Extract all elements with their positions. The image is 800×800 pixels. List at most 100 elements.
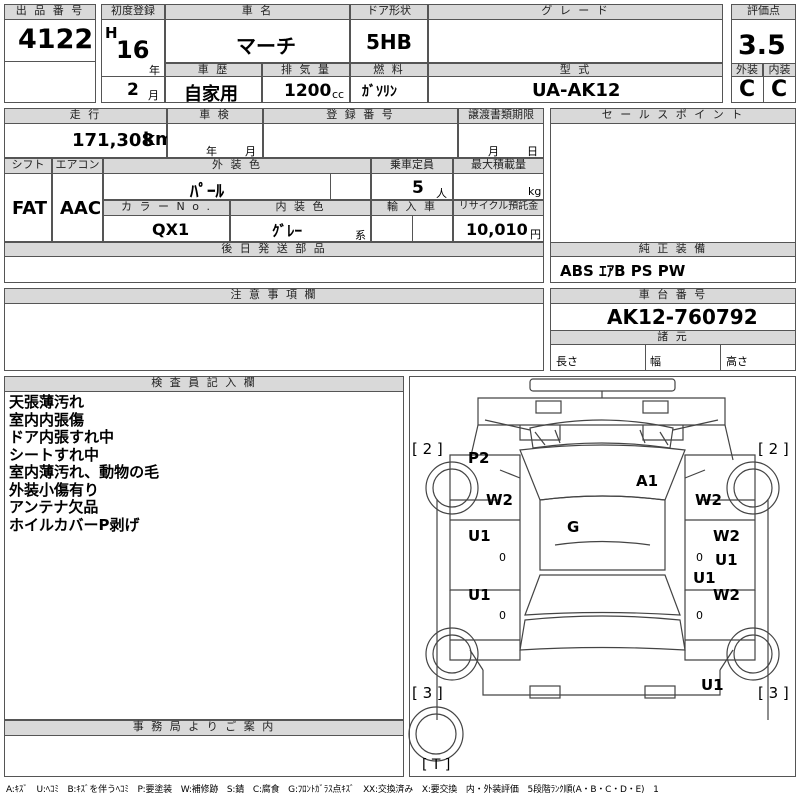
divider	[720, 345, 721, 371]
history-header: 車 歴	[165, 63, 262, 77]
capacity-value: 5	[412, 178, 424, 198]
color-no-value: QX1	[152, 220, 190, 239]
divider	[330, 174, 331, 200]
car-name-value: マーチ	[236, 34, 296, 58]
first-reg-year-unit: 年	[149, 64, 160, 77]
ext-color-value: ﾊﾟｰﾙ	[190, 182, 224, 202]
interior-score-value: C	[771, 77, 788, 102]
lot-no-header: 出 品 番 号	[4, 4, 96, 20]
spec-length-label: 長さ	[556, 355, 578, 368]
door-header: ドア形状	[350, 4, 428, 20]
score-header: 評価点	[731, 4, 796, 20]
first-reg-year: 16	[116, 36, 150, 64]
genuine-value: ABS ｴｱB PS PW	[560, 262, 686, 280]
reg-no-header: 登 録 番 号	[263, 108, 458, 124]
recycle-value: 10,010	[466, 220, 528, 239]
damage-mark: U1	[468, 527, 491, 545]
first-reg-header: 初度登録	[101, 4, 165, 20]
tire-rr-label: [ 3 ]	[758, 684, 789, 702]
damage-mark: W2	[695, 491, 722, 509]
inspector-notes-list: 天張薄汚れ 室内内張傷 ドア内張すれ中 シートすれ中 室内薄汚れ、動物の毛 外装…	[9, 393, 159, 534]
model-value: UA-AK12	[532, 80, 621, 101]
shift-header: シフト	[4, 158, 52, 174]
aircon-value: AAC	[60, 198, 102, 219]
divider	[412, 216, 413, 242]
transfer-month-unit: 月	[488, 145, 499, 158]
damage-mark: U1	[715, 551, 738, 569]
int-color-header: 内 装 色	[230, 200, 371, 216]
recycle-header: リサイクル預託金	[453, 200, 544, 216]
displacement-header: 排 気 量	[262, 63, 350, 77]
capacity-header: 乗車定員	[371, 158, 453, 174]
inspector-note: 室内内張傷	[9, 410, 85, 429]
car-name-header: 車 名	[165, 4, 350, 20]
int-color-value: ｸﾞﾚｰ	[272, 222, 303, 240]
divider	[4, 61, 96, 62]
model-header: 型 式	[428, 63, 723, 77]
recycle-unit: 円	[530, 228, 541, 241]
fuel-value: ｶﾞｿﾘﾝ	[362, 84, 397, 100]
inspection-month-unit: 月	[245, 145, 256, 158]
import-header: 輸 入 車	[371, 200, 453, 216]
damage-mark: W2	[713, 586, 740, 604]
inspection-header: 車 検	[167, 108, 263, 124]
exterior-score-value: C	[739, 77, 756, 102]
chassis-header: 車 台 番 号	[550, 288, 796, 304]
shift-value: FAT	[12, 198, 48, 219]
color-no-header: カ ラ ー N o .	[103, 200, 230, 216]
genuine-header: 純 正 装 備	[550, 242, 796, 257]
mileage-unit: km	[143, 129, 174, 150]
spec-width-label: 幅	[650, 355, 661, 368]
displacement-value: 1200	[284, 81, 332, 101]
first-reg-era: H	[105, 24, 118, 42]
lot-no-cell	[4, 4, 96, 103]
divider	[763, 63, 764, 103]
first-reg-cell	[101, 4, 165, 103]
inspector-header: 検 査 員 記 入 欄	[4, 376, 404, 392]
inspector-note: ホイルカバーP剥げ	[9, 515, 140, 534]
damage-mark: 0	[696, 551, 703, 564]
transfer-header: 譲渡書類期限	[458, 108, 544, 124]
inspector-cell	[4, 376, 404, 720]
door-value: 5HB	[366, 30, 412, 54]
exterior-score-header: 外装	[731, 63, 763, 77]
spec-height-label: 高さ	[726, 355, 748, 368]
first-reg-month-unit: 月	[148, 89, 159, 102]
inspector-note: 外装小傷有り	[9, 480, 100, 499]
inspector-note: 天張薄汚れ	[9, 393, 85, 411]
damage-mark: G	[567, 518, 580, 536]
damage-mark: U1	[701, 676, 724, 694]
ext-color-header: 外 装 色	[103, 158, 371, 174]
capacity-unit: 人	[436, 187, 447, 200]
damage-mark: 0	[499, 551, 506, 564]
damage-mark: W2	[486, 491, 513, 509]
damage-mark: U1	[693, 569, 716, 587]
damage-mark: P2	[468, 449, 490, 467]
legend-text: A:ｷｽﾞ U:ﾍｺﾐ B:ｷｽﾞを伴うﾍｺﾐ P:要塗装 W:補修跡 S:錆 …	[6, 785, 659, 795]
office-header: 事 務 局 よ り ご 案 内	[4, 720, 404, 736]
later-parts-header: 後 日 発 送 部 品	[4, 242, 544, 257]
inspector-note: アンテナ欠品	[9, 498, 99, 516]
inspector-note: ドア内張すれ中	[9, 428, 115, 446]
max-load-unit: kg	[528, 185, 542, 198]
divider	[101, 76, 165, 77]
score-value: 3.5	[738, 30, 786, 61]
chassis-value: AK12-760792	[607, 305, 758, 329]
mileage-header: 走 行	[4, 108, 167, 124]
max-load-header: 最大積載量	[453, 158, 544, 174]
sales-point-header: セ ー ル ス ポ イ ン ト	[550, 108, 796, 124]
damage-mark: U1	[468, 586, 491, 604]
spare-tire-label: [ T ]	[422, 757, 451, 773]
tire-fl-label: [ 2 ]	[412, 440, 443, 458]
damage-mark: 0	[696, 609, 703, 622]
interior-score-header: 内装	[763, 63, 796, 77]
lot-no-value: 4122	[18, 24, 94, 55]
int-color-suffix: 系	[355, 229, 366, 242]
first-reg-month: 2	[127, 80, 139, 100]
inspector-note: シートすれ中	[9, 445, 100, 464]
damage-mark: 0	[499, 609, 506, 622]
notes-header: 注 意 事 項 欄	[4, 288, 544, 304]
tire-fr-label: [ 2 ]	[758, 440, 789, 458]
fuel-header: 燃 料	[350, 63, 428, 77]
mileage-value: 171,308	[72, 130, 154, 151]
